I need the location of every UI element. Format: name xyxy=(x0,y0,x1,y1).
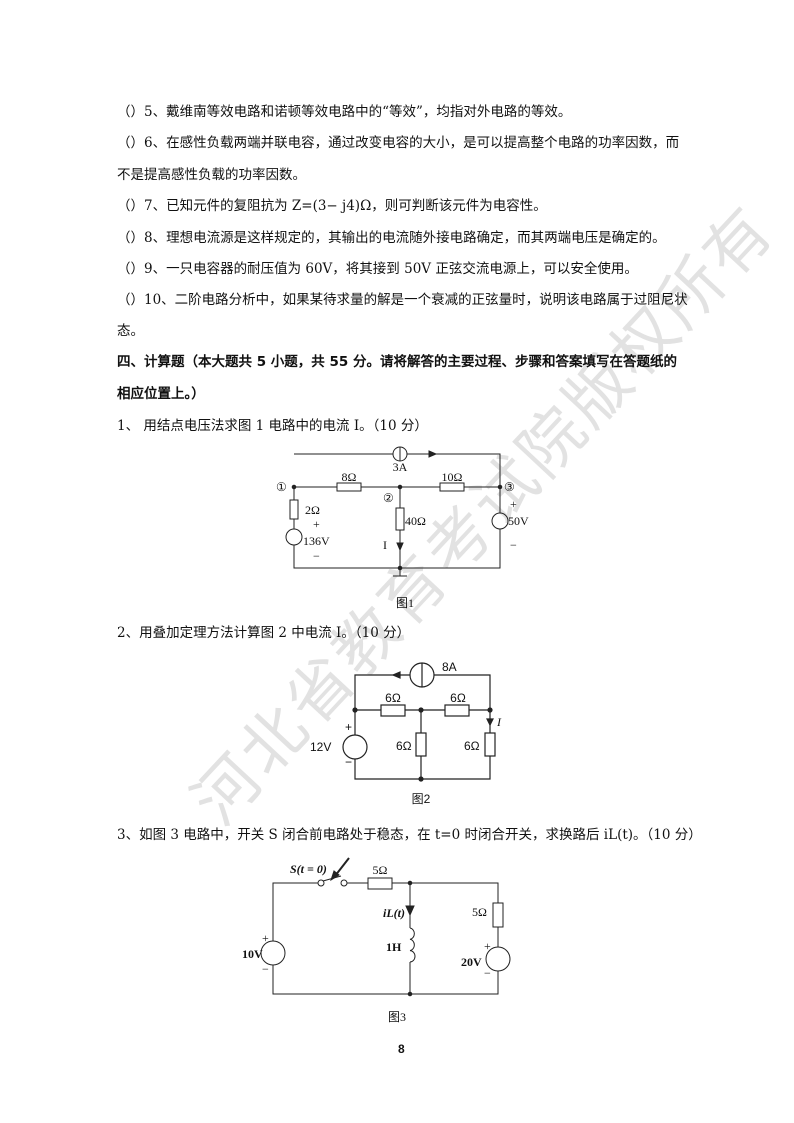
page-number: 8 xyxy=(398,1042,405,1056)
label-10ohm: 10Ω xyxy=(442,470,463,484)
section4-heading: 四、计算题（本大题共 5 小题，共 55 分。请将解答的主要过程、步骤和答案填写… xyxy=(117,354,677,370)
calc-q3: 3、如图 3 电路中，开关 S 闭合前电路处于稳态，在 t=0 时闭合开关，求换… xyxy=(117,827,702,843)
resistor-6a xyxy=(380,704,406,717)
label-6ohm: 6Ω xyxy=(450,691,466,705)
label-12v: 12V xyxy=(310,740,331,754)
inductor-1h xyxy=(409,927,416,963)
plus-sign: + xyxy=(262,931,269,945)
voltage-source-50v xyxy=(491,512,509,530)
plus-sign: + xyxy=(313,517,320,531)
section4-heading-cont: 相应位置上。） xyxy=(117,386,205,402)
minus-sign: − xyxy=(484,966,491,980)
label-8ohm: 8Ω xyxy=(342,470,357,484)
label-6ohm: 6Ω xyxy=(464,739,480,753)
label-20v: 20V xyxy=(461,955,482,969)
minus-sign: − xyxy=(262,962,269,976)
plus-sign: + xyxy=(484,939,491,953)
voltage-source-20v xyxy=(485,946,511,972)
resistor-6c xyxy=(415,732,427,757)
judgement-q10: （）10、二阶电路分析中，如果某待求量的解是一个衰减的正弦量时，说明该电路属于过… xyxy=(117,292,688,308)
node-1-label: ① xyxy=(276,480,287,494)
resistor-5a xyxy=(367,877,393,890)
calc-q2: 2、用叠加定理方法计算图 2 中电流 I。（10 分） xyxy=(117,625,411,641)
label-8a: 8A xyxy=(442,660,457,674)
figure-1-caption: 图1 xyxy=(396,596,414,610)
resistor-8 xyxy=(336,482,362,492)
node-2-label: ② xyxy=(383,491,394,505)
judgement-q6-cont: 不是提高感性负载的功率因数。 xyxy=(117,167,306,183)
figure-3-caption: 图3 xyxy=(388,1010,406,1024)
judgement-q5: （）5、戴维南等效电路和诺顿等效电路中的“等效”，均指对外电路的等效。 xyxy=(117,104,572,120)
voltage-source-10v xyxy=(260,940,286,966)
figure-2-caption: 图2 xyxy=(412,792,431,806)
voltage-source-12v xyxy=(342,734,368,760)
resistor-5b xyxy=(492,902,504,928)
label-136v: 136V xyxy=(303,534,330,548)
minus-sign: − xyxy=(313,549,320,563)
label-current-i: I xyxy=(496,715,502,729)
switch-terminal xyxy=(317,879,325,887)
node-3-label: ③ xyxy=(504,480,515,494)
resistor-6d xyxy=(484,732,496,757)
label-10v: 10V xyxy=(242,947,263,961)
label-2ohm: 2Ω xyxy=(305,503,320,517)
judgement-q9: （）9、一只电容器的耐压值为 60V，将其接到 50V 正弦交流电源上，可以安全… xyxy=(117,261,638,277)
judgement-q10-cont: 态。 xyxy=(117,323,144,339)
label-1h: 1H xyxy=(386,940,402,954)
switch-terminal xyxy=(340,879,348,887)
calc-q1: 1、 用结点电压法求图 1 电路中的电流 I。（10 分） xyxy=(117,418,428,434)
minus-sign: − xyxy=(510,538,517,552)
resistor-40 xyxy=(395,507,405,531)
plus-sign: + xyxy=(345,720,352,734)
resistor-2 xyxy=(289,499,299,520)
label-40ohm: 40Ω xyxy=(405,514,426,528)
voltage-source-136v xyxy=(285,528,303,546)
judgement-q8: （）8、理想电流源是这样规定的，其输出的电流随外接电路确定，而其两端电压是确定的… xyxy=(117,230,666,246)
label-50v: 50V xyxy=(508,514,529,528)
resistor-10 xyxy=(439,482,465,492)
judgement-q6: （）6、在感性负载两端并联电容，通过改变电容的大小，是可以提高整个电路的功率因数… xyxy=(117,135,680,151)
minus-sign: − xyxy=(345,755,352,769)
plus-sign: + xyxy=(510,497,517,511)
label-6ohm: 6Ω xyxy=(385,691,401,705)
label-6ohm: 6Ω xyxy=(396,739,412,753)
label-switch: S(t = 0) xyxy=(290,862,327,876)
label-il: iL(t) xyxy=(383,906,405,920)
label-current-i: I xyxy=(383,538,387,552)
resistor-6b xyxy=(444,704,470,717)
label-5ohm: 5Ω xyxy=(472,905,487,919)
label-5ohm: 5Ω xyxy=(373,863,388,877)
label-3a: 3A xyxy=(393,460,408,474)
judgement-q7: （）7、已知元件的复阻抗为 Z=(3− j4)Ω，则可判断该元件为电容性。 xyxy=(117,198,547,214)
